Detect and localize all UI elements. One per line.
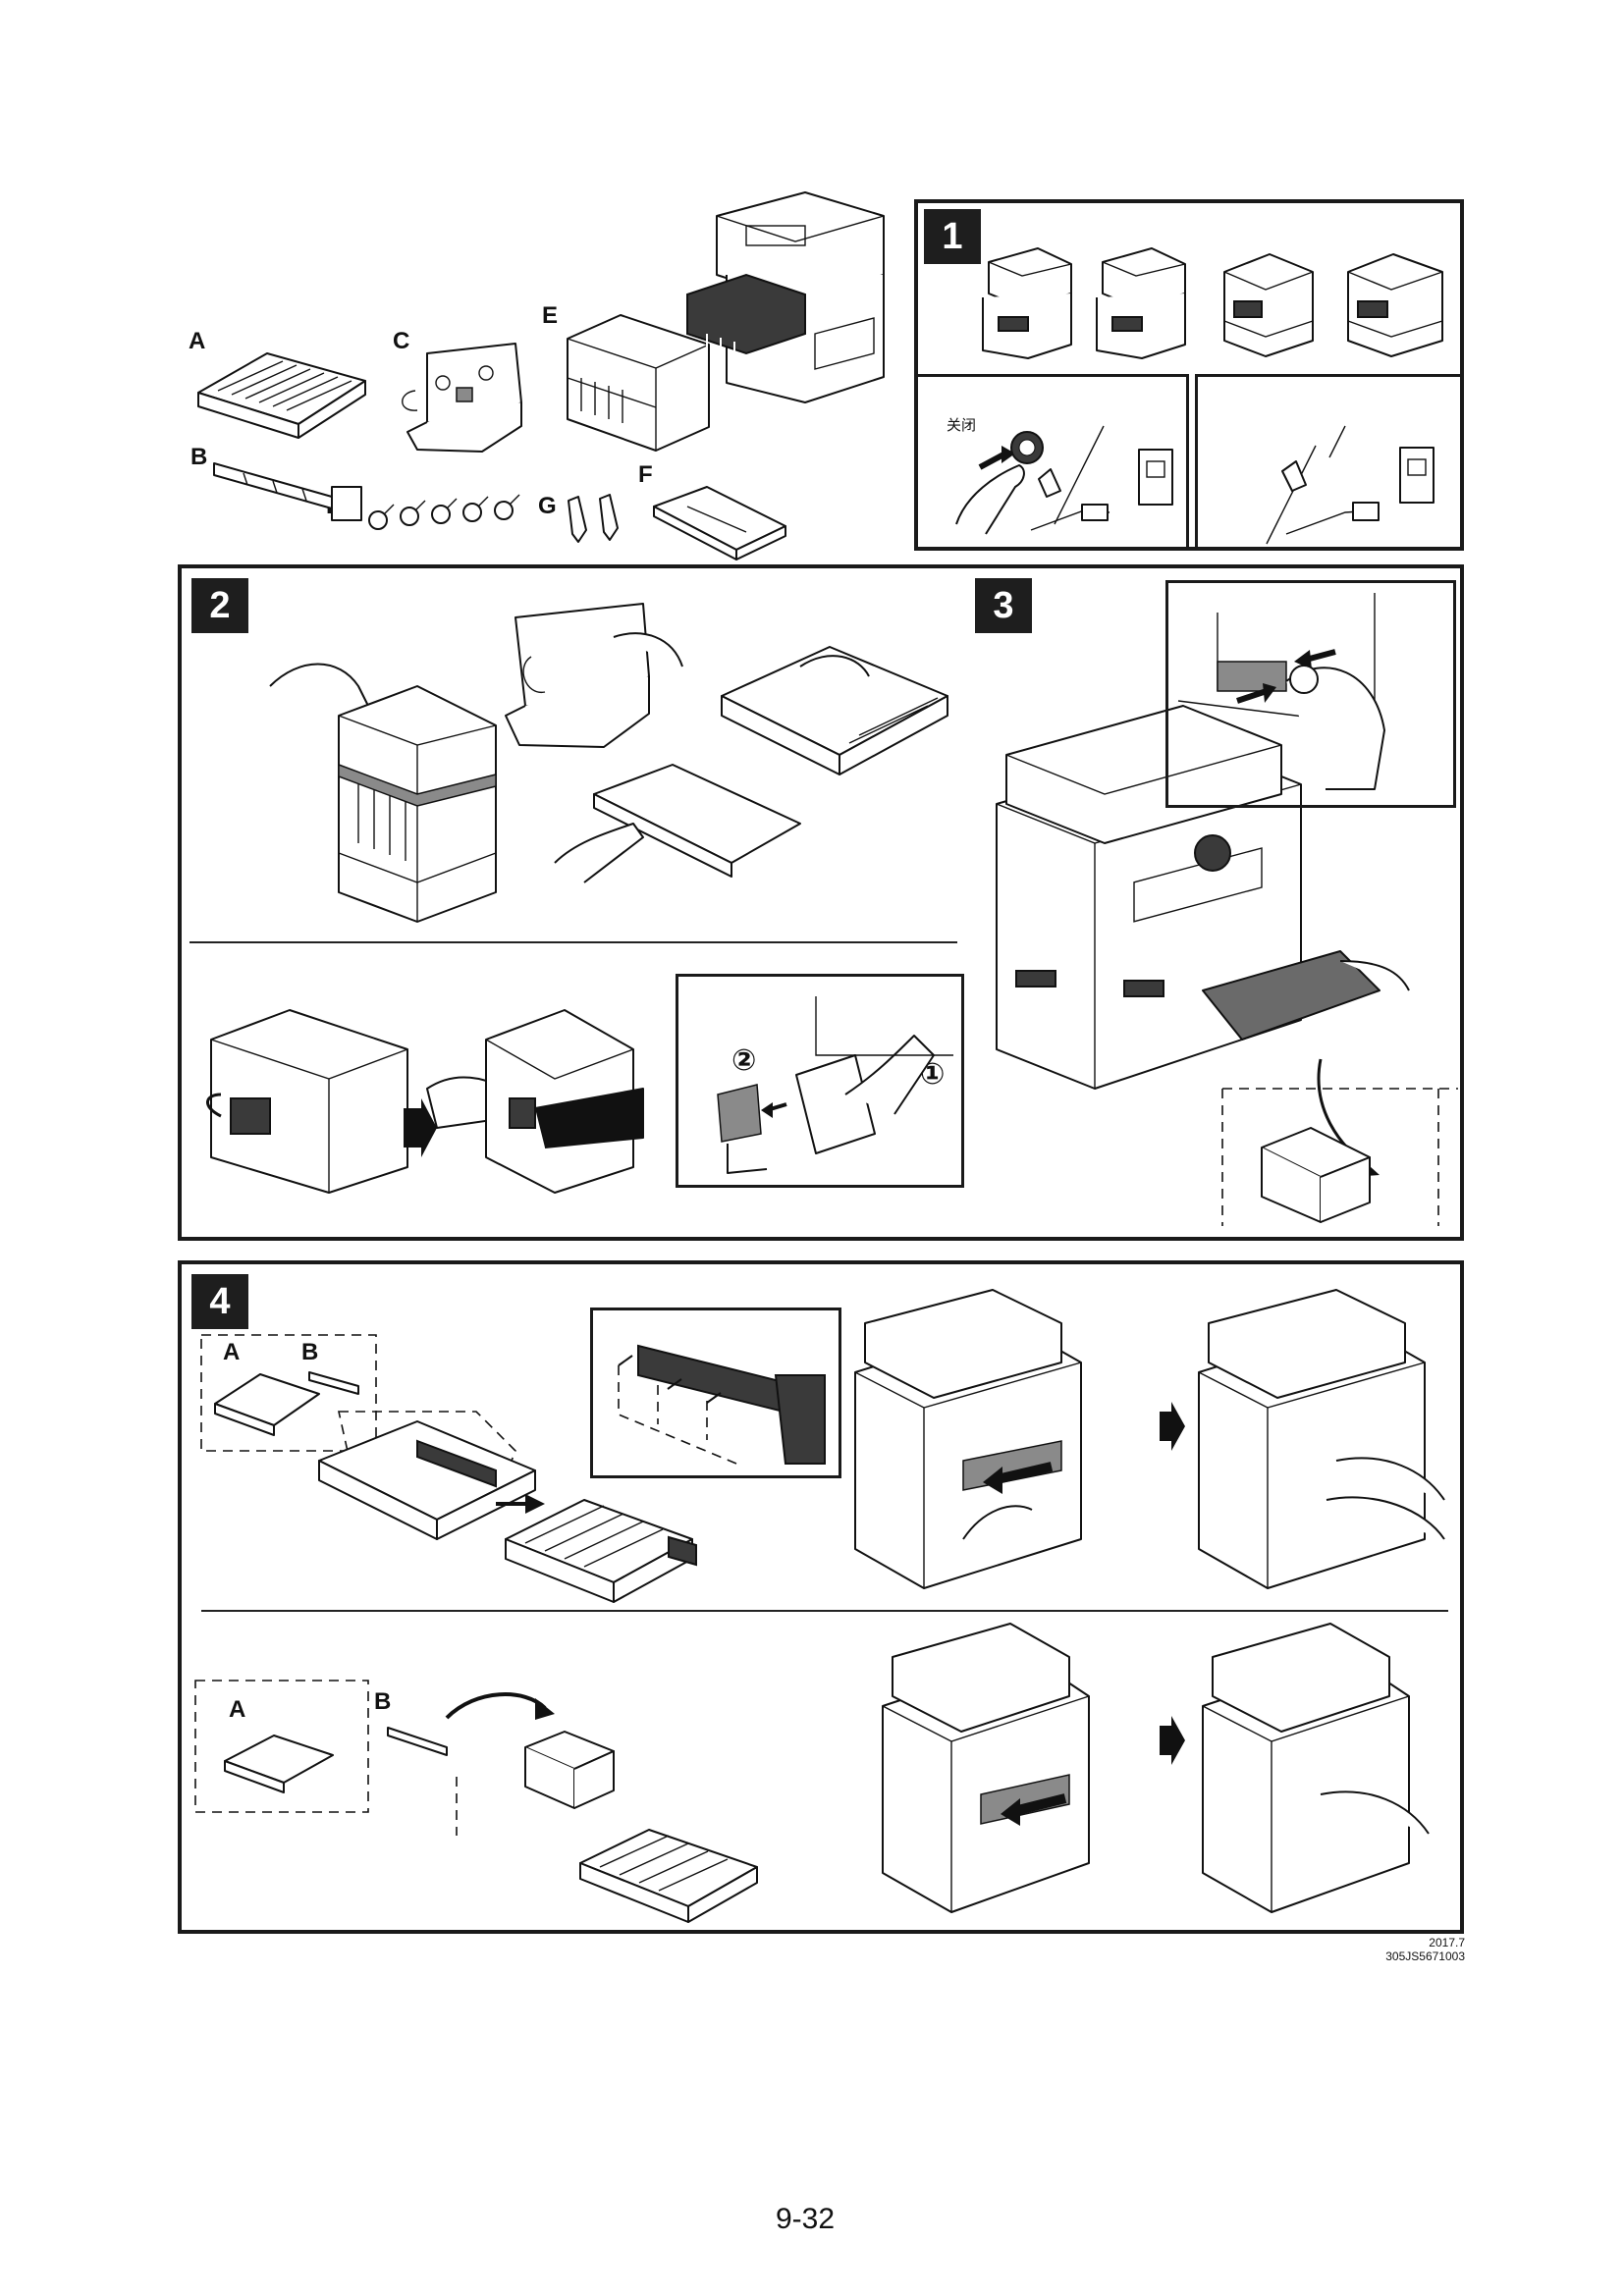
step4-machine-done-2: [1202, 1623, 1430, 1913]
step-3-badge: 3: [975, 578, 1032, 633]
part-label-c: C: [393, 328, 410, 354]
step1-model-3: [1223, 253, 1314, 357]
step4-set2-label-b: B: [374, 1688, 392, 1715]
step4-divider: [201, 1610, 1448, 1612]
part-label-f: F: [638, 461, 653, 488]
step2-remove-tape-duplex: [721, 646, 948, 775]
part-a-duplex-unit: [197, 352, 366, 439]
part-b-rail: [213, 462, 362, 521]
step-2-badge: 2: [191, 578, 248, 633]
step2-remove-tape-guide: [554, 764, 801, 883]
step4-set2-label-a: A: [229, 1696, 246, 1723]
step-1-panel: 1 关闭: [914, 199, 1464, 551]
step2-remove-tape-unit-e: [269, 663, 497, 923]
step-1-badge: 1: [924, 209, 981, 264]
step2-detail-box: ① ②: [676, 974, 964, 1188]
step4-set1-label-b: B: [301, 1339, 319, 1365]
step4-parts-box-2: [194, 1680, 369, 1813]
step4-assembled-duplex-1: [505, 1499, 697, 1603]
step2-remove-tape-bracket: [505, 603, 683, 748]
step2-unit-with-bracket: [426, 1009, 644, 1194]
callout-2: ②: [731, 1043, 757, 1078]
part-label-a: A: [189, 328, 206, 354]
part-d-screws: [368, 494, 520, 530]
parts-overview: A C E B D G F: [177, 187, 903, 569]
step4-arrow-right-2: [1160, 1716, 1185, 1765]
unplug-cord: [1266, 425, 1435, 545]
step1-unplug-box: [1195, 374, 1464, 551]
step4-discard-rail: [387, 1692, 615, 1836]
part-label-g: G: [538, 493, 557, 519]
step-2-3-panel: 2 3: [178, 564, 1464, 1241]
step1-power-off-box: 关闭: [914, 374, 1189, 551]
step3-remove-cover: [1202, 950, 1458, 1226]
part-e-transport-unit: [567, 314, 710, 452]
doc-date: 2017.7: [1429, 1936, 1465, 1949]
step3-detail-box: [1165, 580, 1456, 808]
step4-attach-rail: [318, 1411, 536, 1540]
step4-parts-box-1: [200, 1334, 377, 1452]
step4-set1-label-a: A: [223, 1339, 241, 1365]
step4-machine-done-1: [1198, 1289, 1445, 1589]
step4-detail-box: [590, 1308, 841, 1478]
part-f-guide: [653, 486, 786, 561]
step2-arrow-right: [404, 1098, 437, 1157]
step4-duplex-unit-2: [579, 1829, 758, 1923]
doc-code: 305JS5671003: [1385, 1949, 1465, 1963]
step2-unit-open-cover: [206, 1009, 408, 1194]
step2-detail-drawing: [717, 996, 953, 1174]
step-4-panel: 4 A B: [178, 1260, 1464, 1934]
power-off-label: 关闭: [947, 416, 977, 434]
machine-with-finisher: [686, 191, 885, 403]
power-button-press: [955, 425, 1173, 535]
step3-release-lever-drawing: [1177, 593, 1385, 790]
part-label-e: E: [542, 302, 559, 329]
step4-rail-screws-drawing: [618, 1344, 826, 1465]
step4-arrow-down: [496, 1494, 545, 1514]
step-4-badge: 4: [191, 1274, 248, 1329]
step1-model-4: [1347, 253, 1443, 357]
step4-machine-insert-1: [854, 1289, 1082, 1589]
step4-arrow-right-1: [1160, 1402, 1185, 1451]
part-g-clips: [568, 494, 619, 543]
part-label-b: B: [190, 444, 208, 470]
step2-divider: [189, 941, 957, 943]
part-c-bracket: [402, 343, 522, 453]
step4-machine-insert-2: [882, 1623, 1090, 1913]
step1-model-1: [982, 247, 1072, 359]
page-number: 9-32: [776, 2203, 836, 2235]
step1-model-2: [1096, 247, 1186, 359]
